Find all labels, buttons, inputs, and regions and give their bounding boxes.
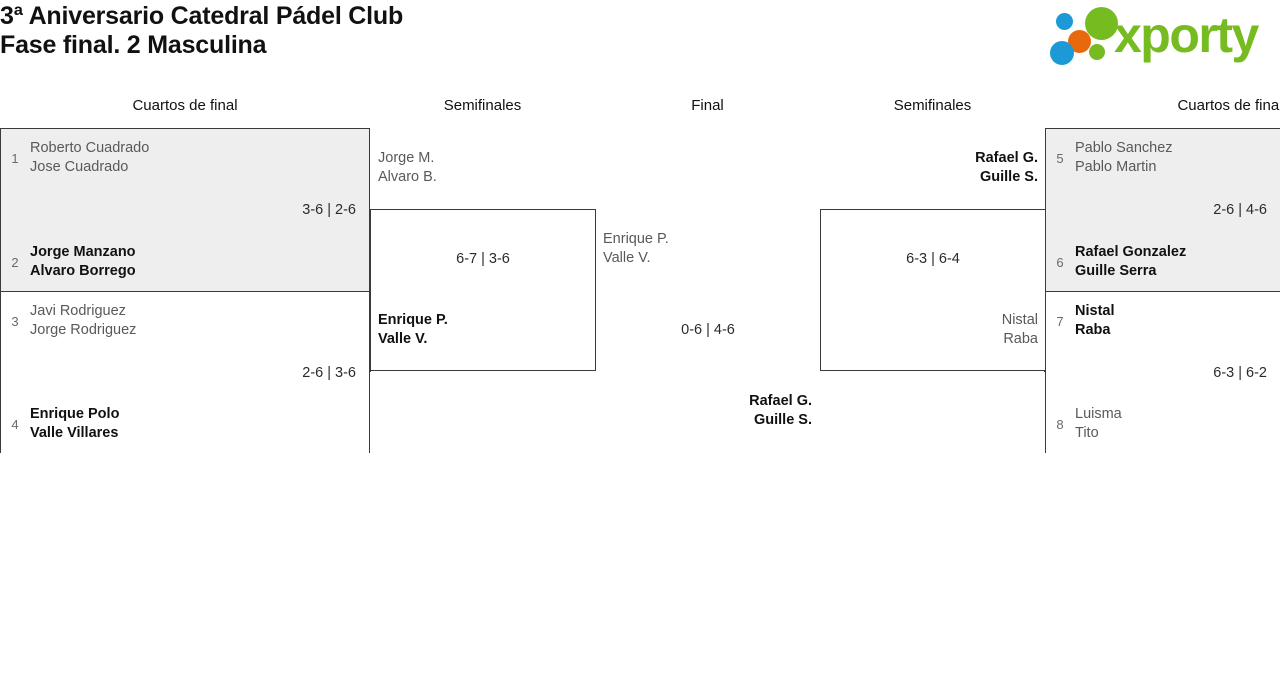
team-entry[interactable]: 7 Nistal Raba	[1054, 302, 1115, 340]
team-names: Luisma Tito	[1075, 406, 1122, 441]
team-entry[interactable]: 1 Roberto Cuadrado Jose Cuadrado	[9, 139, 149, 177]
team-names: Enrique Polo Valle Villares	[30, 406, 120, 441]
seed-number: 6	[1056, 254, 1064, 270]
seed-number: 5	[1056, 150, 1064, 166]
team-names: Rafael Gonzalez Guille Serra	[1075, 244, 1187, 279]
column-header-semifinals-right: Semifinales	[893, 97, 972, 114]
seed-number: 7	[1056, 313, 1064, 329]
connector-qf2-to-sf	[369, 371, 371, 372]
quarterfinals-left-group: 1 Roberto Cuadrado Jose Cuadrado 3-6 | 2…	[0, 128, 370, 453]
seed-number: 3	[11, 313, 19, 329]
match-score: 2-6 | 4-6	[1213, 202, 1267, 218]
page-header: 3ª Aniversario Catedral Pádel Club Fase …	[0, 0, 1280, 88]
team-entry[interactable]: 8 Luisma Tito	[1054, 405, 1122, 443]
tournament-phase: Fase final. 2 Masculina	[0, 31, 267, 59]
logo-dot-blue-small	[1056, 13, 1073, 30]
match-score: 6-7 | 3-6	[456, 251, 510, 267]
tournament-title-block: 3ª Aniversario Catedral Pádel Club Fase …	[0, 0, 900, 60]
xporty-logo[interactable]: xporty	[1048, 5, 1276, 65]
match-score: 2-6 | 3-6	[302, 364, 356, 381]
logo-dot-blue-large	[1050, 41, 1074, 65]
team-names: Pablo Sanchez Pablo Martin	[1075, 140, 1173, 175]
column-header-semifinals-left: Semifinales	[443, 97, 522, 114]
logo-dots-icon	[1048, 5, 1120, 65]
team-entry[interactable]: 5 Pablo Sanchez Pablo Martin	[1054, 139, 1173, 177]
final-right-team[interactable]: Rafael G. Guille S.	[749, 393, 812, 428]
match-qf-2[interactable]: 3 Javi Rodriguez Jorge Rodriguez 2-6 | 3…	[1, 291, 369, 453]
team-names: Javi Rodriguez Jorge Rodriguez	[30, 303, 137, 338]
team-entry[interactable]: 6 Rafael Gonzalez Guille Serra	[1054, 243, 1186, 281]
logo-dot-green-small	[1089, 44, 1105, 60]
team-entry[interactable]: 2 Jorge Manzano Alvaro Borrego	[9, 243, 136, 281]
final-left-team[interactable]: Enrique P. Valle V.	[603, 231, 669, 266]
team-names: Roberto Cuadrado Jose Cuadrado	[30, 140, 150, 175]
match-qf-4[interactable]: 7 Nistal Raba 6-3 | 6-2 8 Luisma Tito	[1046, 291, 1280, 453]
semifinal-left-bottom-team[interactable]: Enrique P. Valle V.	[378, 312, 448, 347]
tournament-name: 3ª Aniversario Catedral Pádel Club	[0, 2, 404, 30]
match-qf-3[interactable]: 5 Pablo Sanchez Pablo Martin 2-6 | 4-6 6…	[1046, 129, 1280, 291]
column-header-final: Final	[691, 97, 724, 114]
semifinal-right-bottom-team[interactable]: Nistal Raba	[1001, 312, 1038, 347]
logo-wordmark: xporty	[1114, 7, 1259, 63]
semifinal-left-top-team[interactable]: Jorge M. Alvaro B.	[378, 150, 437, 185]
quarterfinals-right-group: 5 Pablo Sanchez Pablo Martin 2-6 | 4-6 6…	[1045, 128, 1280, 453]
logo-dot-green-large	[1085, 7, 1118, 40]
final-score: 0-6 | 4-6	[681, 322, 735, 338]
seed-number: 4	[11, 416, 19, 432]
seed-number: 1	[11, 150, 19, 166]
logo-dot-orange	[1068, 30, 1091, 53]
seed-number: 2	[11, 254, 19, 270]
team-names: Nistal Raba	[1075, 303, 1115, 338]
match-score: 6-3 | 6-2	[1213, 364, 1267, 381]
column-header-quarterfinals-left: Cuartos de final	[132, 97, 238, 114]
match-score: 3-6 | 2-6	[302, 202, 356, 218]
team-names: Jorge Manzano Alvaro Borrego	[30, 244, 136, 279]
team-entry[interactable]: 4 Enrique Polo Valle Villares	[9, 405, 119, 443]
semifinal-right-top-team[interactable]: Rafael G. Guille S.	[975, 150, 1038, 185]
team-entry[interactable]: 3 Javi Rodriguez Jorge Rodriguez	[9, 302, 136, 340]
match-score: 6-3 | 6-4	[906, 251, 960, 267]
match-qf-1[interactable]: 1 Roberto Cuadrado Jose Cuadrado 3-6 | 2…	[1, 129, 369, 291]
column-header-quarterfinals-right: Cuartos de final	[1177, 97, 1280, 114]
seed-number: 8	[1056, 416, 1064, 432]
match-semifinal-left[interactable]: 6-7 | 3-6	[370, 209, 596, 371]
